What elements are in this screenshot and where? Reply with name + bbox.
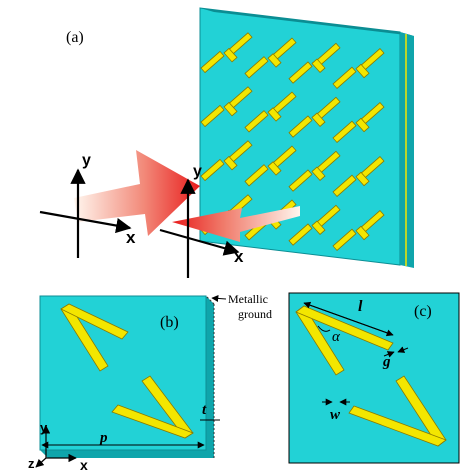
reflected-x-axis — [159, 228, 240, 256]
metallic-ground-pointer — [211, 294, 227, 302]
incident-y-label: y — [82, 152, 91, 169]
metasurface-slab — [199, 7, 414, 268]
panel-b-x-label: x — [80, 457, 88, 473]
angle-arc — [317, 325, 331, 332]
panel-b-z-label: z — [28, 456, 35, 471]
incident-axes: y x — [39, 152, 136, 258]
dim-w-label: w — [330, 407, 341, 423]
incident-x-axis — [39, 210, 132, 234]
panel-b-y-label: y — [40, 420, 48, 435]
reflected-x-label: x — [234, 247, 244, 266]
reflected-wave-arrow — [172, 206, 300, 242]
panel-b-label: (b) — [160, 314, 179, 331]
v-resonator-left — [60, 303, 129, 372]
panel-b-axes: y z x — [28, 420, 88, 473]
slab-top-face — [200, 8, 414, 36]
dim-g-arrow-2 — [397, 346, 409, 353]
panel-c-label: (c) — [414, 303, 432, 320]
panel-b: (b) Metallic ground p t y z x — [28, 292, 272, 473]
reflected-y-label: y — [193, 163, 202, 180]
reflected-axes: y x — [159, 163, 244, 278]
panel-c: (c) l α g w — [288, 292, 460, 464]
dim-t-label: t — [202, 402, 207, 418]
incident-wave-arrow — [74, 150, 200, 236]
v-resonator-bottom-right — [348, 375, 447, 447]
v-resonator-top-left — [295, 305, 394, 376]
metallic-ground-label-line2: ground — [238, 307, 272, 321]
ground-edge-top — [206, 296, 215, 305]
panel-b-z-axis — [35, 457, 47, 468]
v-resonator-right — [111, 375, 194, 439]
metallic-ground-label-line1: Metallic — [228, 292, 268, 306]
panel-a: (a) — [39, 7, 414, 278]
dim-l-arrow-left — [303, 301, 394, 336]
incident-x-label: x — [126, 228, 136, 247]
dim-p-label: p — [98, 430, 108, 446]
panel-a-label: (a) — [66, 29, 84, 46]
dim-g-label: g — [382, 354, 391, 370]
dim-g-arrow-1 — [383, 351, 395, 358]
dim-alpha-label: α — [332, 329, 341, 345]
dim-l-label: l — [358, 298, 363, 315]
slab-side-face — [400, 32, 414, 268]
